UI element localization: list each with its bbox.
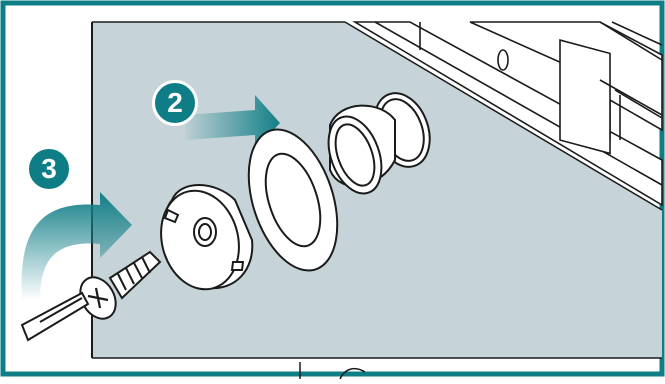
step-badge-2: 2 [152,80,198,126]
step-number-3: 3 [41,153,57,185]
step-badge-3: 3 [26,146,72,192]
step-number-2: 2 [167,87,183,119]
